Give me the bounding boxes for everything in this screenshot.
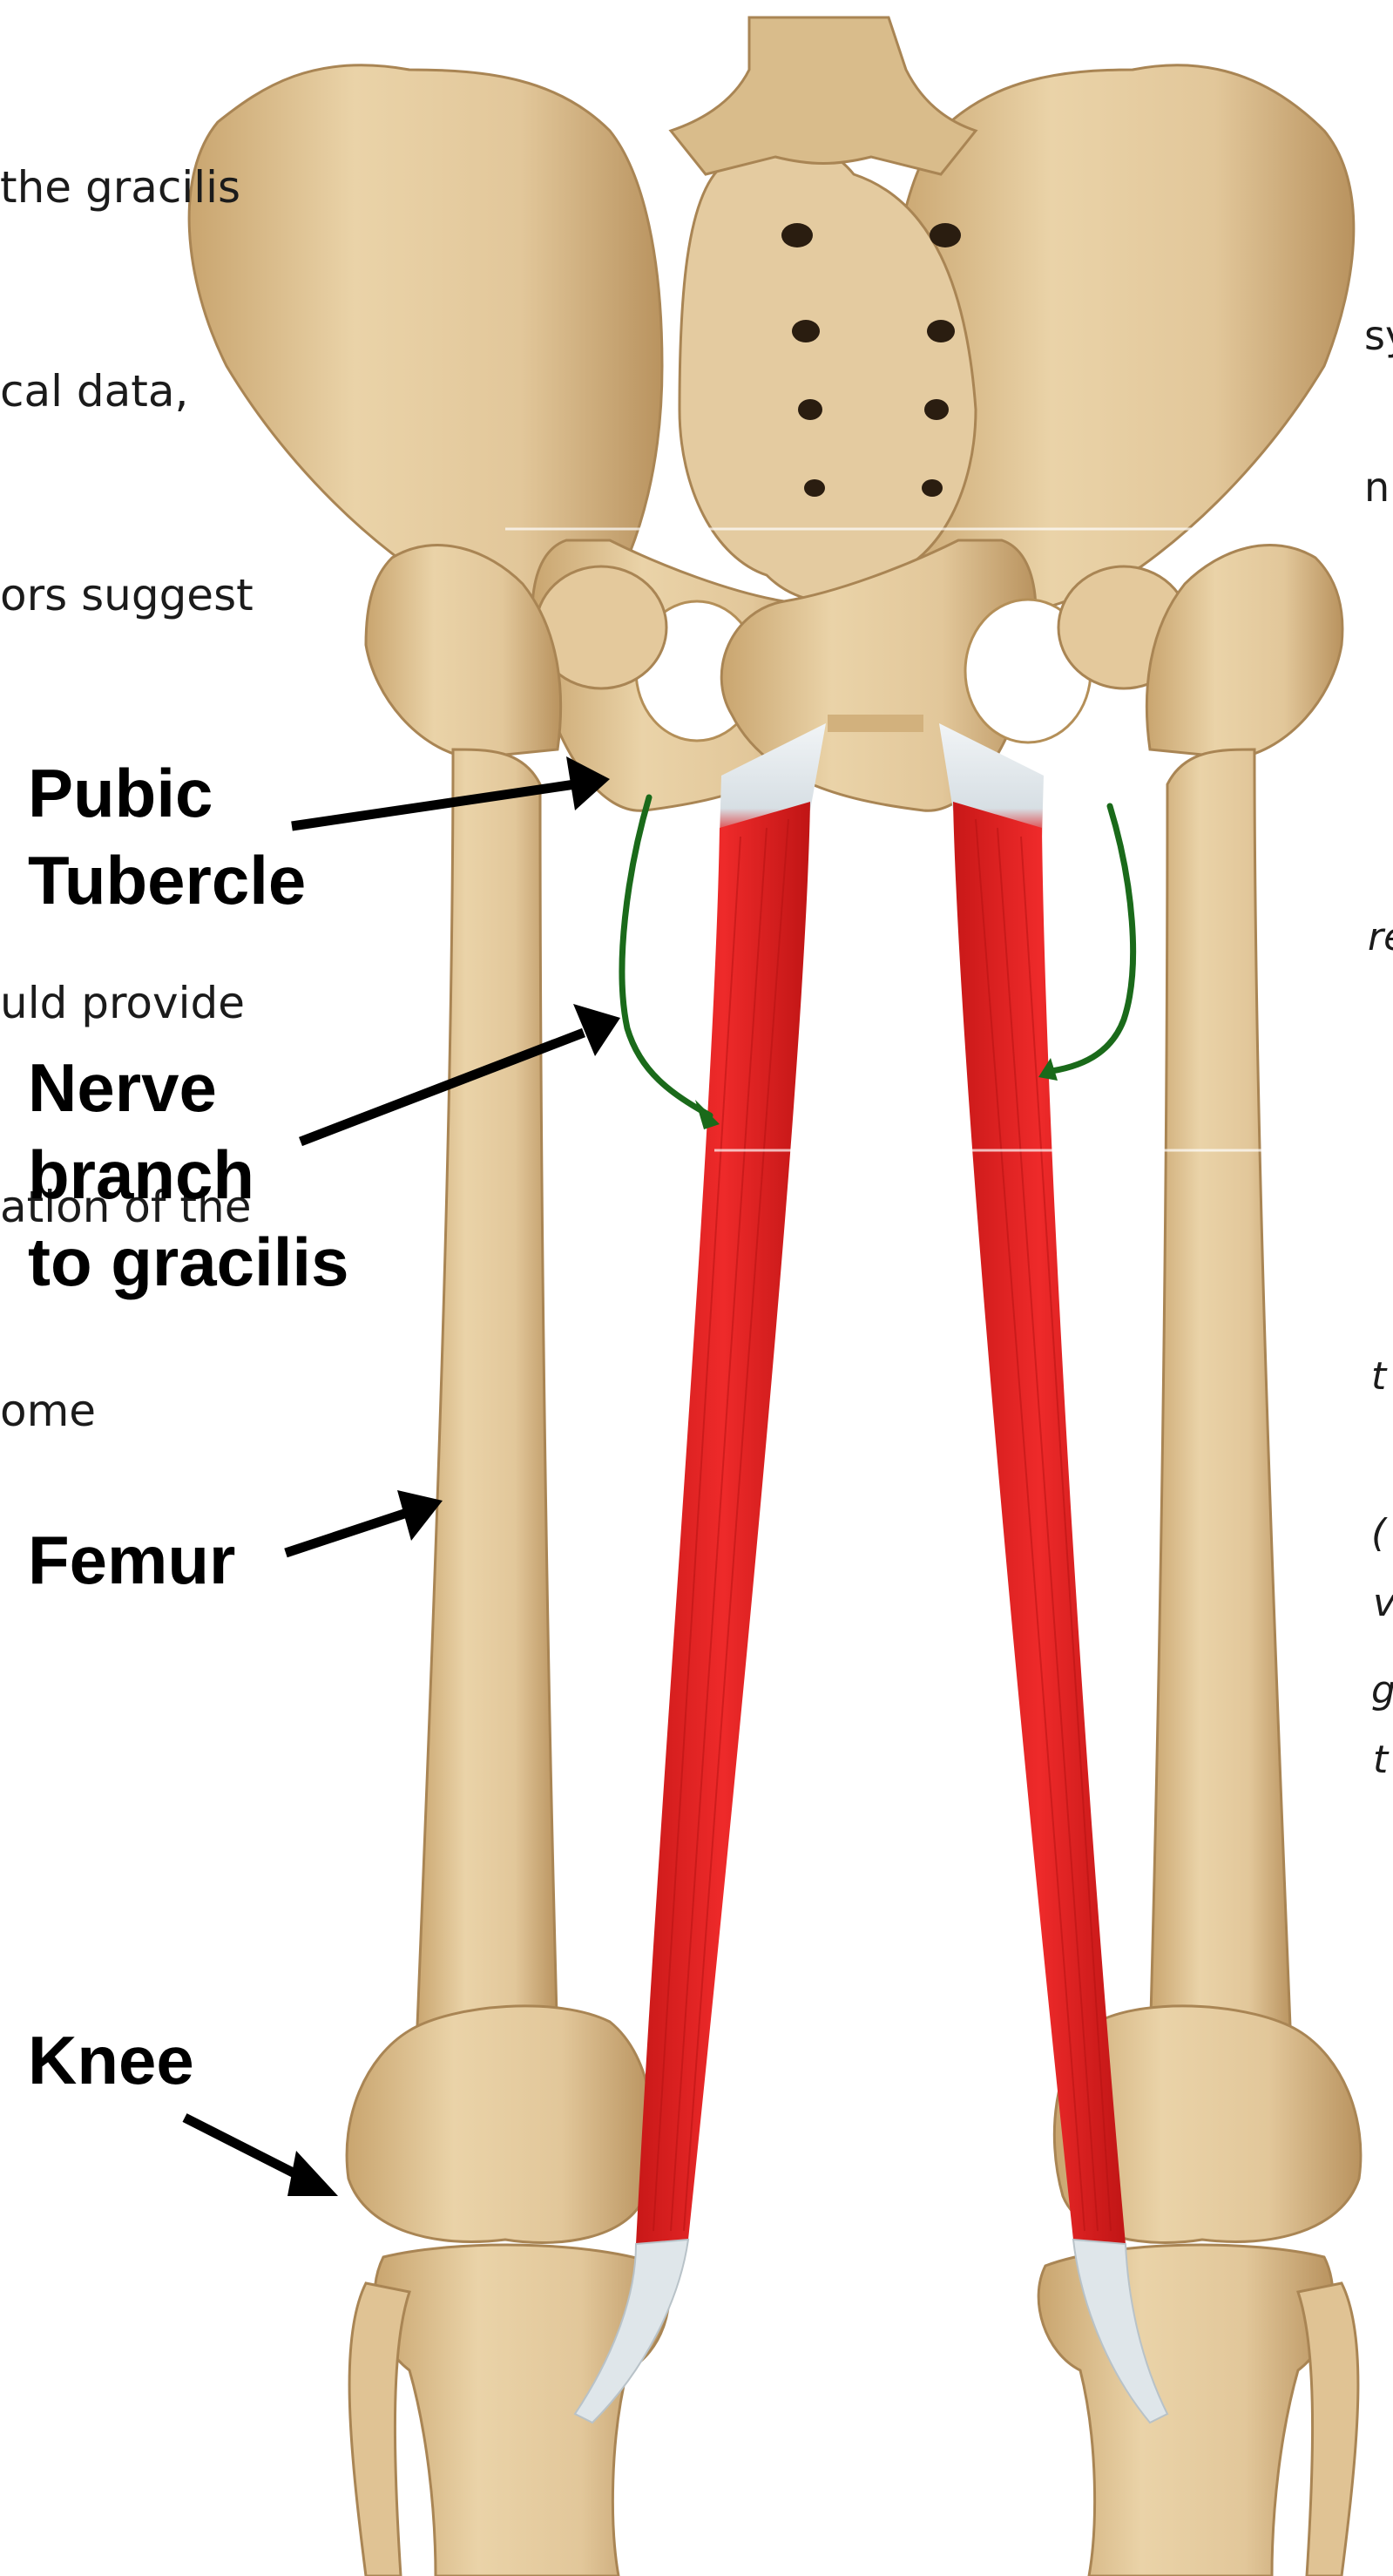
right-femur-shaft <box>1150 749 1292 2109</box>
left-nerve-branch <box>622 797 710 1115</box>
lumbar-vertebra <box>671 17 976 174</box>
left-gracilis-belly <box>636 802 810 2244</box>
left-femoral-condyles <box>347 2006 653 2243</box>
left-iliac-wing <box>189 65 662 617</box>
nerve-branch-label: Nerve branch to gracilis <box>28 1044 348 1305</box>
pubic-tubercle-label: Pubic Tubercle <box>28 749 306 924</box>
left-tibia <box>349 2245 669 2576</box>
right-nerve-branch <box>1045 806 1133 1072</box>
right-cropped-text-low2: v t <box>1373 1473 1393 1839</box>
right-greater-trochanter <box>1146 546 1342 758</box>
right-cropped-text-top: sy n <box>1364 209 1393 563</box>
femur-label: Femur <box>28 1516 235 1603</box>
left-femur-shaft <box>416 749 558 2109</box>
right-fibula <box>1298 2283 1358 2576</box>
right-gracilis-belly <box>953 802 1126 2244</box>
pubic-symphysis <box>828 715 923 732</box>
right-cropped-text-mid: re <box>1368 915 1393 959</box>
left-fibula <box>349 2283 409 2576</box>
femur-arrow <box>286 1512 409 1553</box>
knee-arrow <box>185 2118 305 2179</box>
knee-label: Knee <box>28 2017 194 2104</box>
